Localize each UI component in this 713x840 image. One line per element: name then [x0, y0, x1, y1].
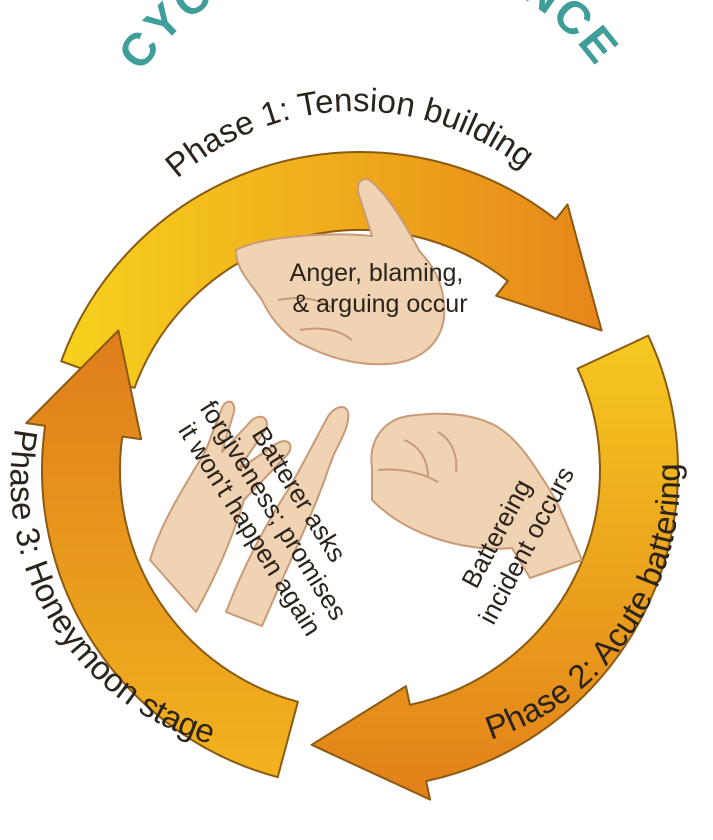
phase-3-arrow	[25, 329, 299, 779]
pointing-finger-hand-icon	[235, 178, 446, 366]
phase-1-arrow	[60, 151, 603, 389]
diagram-title: CYCLE OF VIOLENCE	[108, 0, 631, 79]
pleading-hands-icon	[149, 400, 350, 627]
cycle-ring	[25, 151, 679, 801]
phase-2-arrow	[310, 334, 679, 801]
phase-1-description: Anger, blaming, & arguing occur	[290, 259, 471, 318]
fist-hand-icon	[370, 412, 583, 579]
